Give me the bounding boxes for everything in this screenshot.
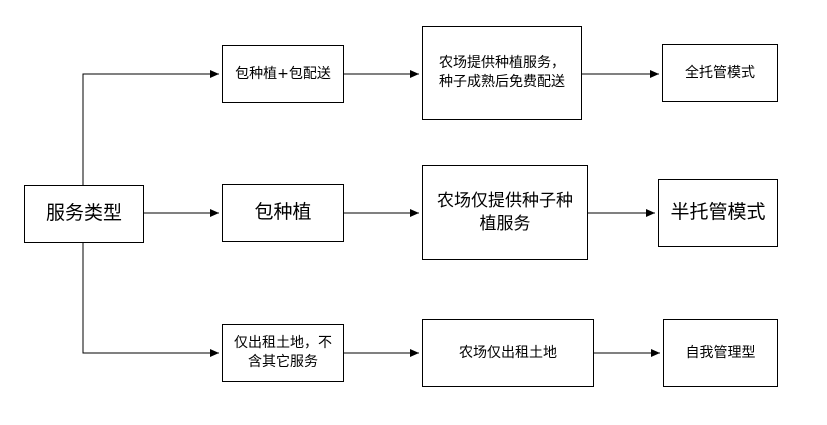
node-r3c2: 农场仅出租土地 — [422, 319, 594, 387]
node-r1c2: 农场提供种植服务， 种子成熟后免费配送 — [422, 26, 582, 120]
node-r2c3: 半托管模式 — [658, 179, 778, 247]
node-r2c1: 包种植 — [222, 184, 344, 242]
node-r3c3: 自我管理型 — [663, 319, 778, 387]
node-r1c3: 全托管模式 — [662, 44, 778, 102]
node-r1c1: 包种植+包配送 — [222, 45, 344, 103]
node-r2c2: 农场仅提供种子种植服务 — [422, 165, 588, 260]
connector-root-to-r3 — [82, 243, 219, 357]
connector-root-to-r1 — [82, 70, 219, 185]
node-r3c1: 仅出租土地，不含其它服务 — [222, 324, 344, 382]
node-root: 服务类型 — [24, 185, 144, 243]
